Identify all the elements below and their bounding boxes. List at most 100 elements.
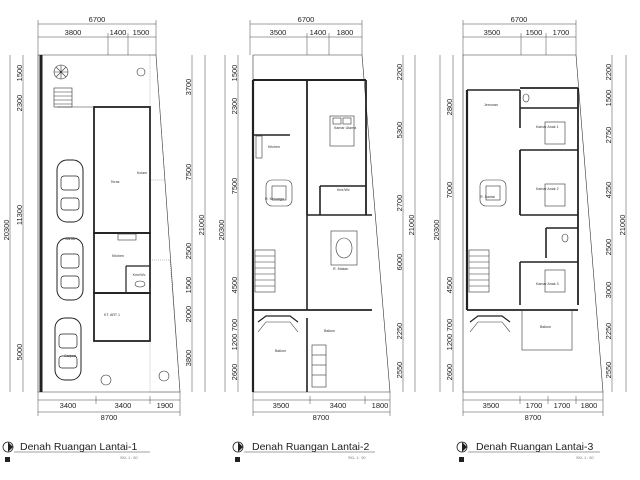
room-label: Kitchen — [268, 145, 280, 149]
plan-lantai-1: 6700 3800 1400 1500 20300 1500 2300 1130… — [2, 15, 206, 462]
furniture-lantai-2 — [255, 115, 358, 266]
bottom-dim-a: 3500 — [483, 401, 500, 410]
top-dim-b: 1400 — [110, 28, 127, 37]
left-total-dim: 20300 — [432, 220, 441, 241]
plan-scale: SKL 1 : 50 — [576, 456, 594, 460]
right-dim-g: 2250 — [604, 323, 613, 340]
left-dim-b: 2300 — [15, 95, 24, 112]
top-dim-c: 1700 — [553, 28, 570, 37]
bottom-dim-c: 1800 — [372, 401, 389, 410]
sofa-icon — [265, 179, 293, 207]
right-dimensions-2: 21000 2200 5300 2700 6000 2250 2550 — [395, 55, 416, 392]
left-dim-d: 5000 — [15, 344, 24, 361]
room-label: R. Keluarga — [265, 197, 284, 201]
right-total-dim: 21000 — [407, 215, 416, 236]
left-dim-c: 11300 — [15, 205, 24, 225]
right-dim-e: 2000 — [184, 306, 193, 323]
bottom-dim-c: 1900 — [157, 401, 174, 410]
left-dim-d: 700 — [445, 319, 454, 332]
left-dim-f: 2600 — [445, 364, 454, 381]
room-label: Kamar Anak 3 — [536, 282, 559, 286]
walls-lantai-1 — [39, 55, 151, 392]
furniture-lantai-3 — [479, 93, 569, 293]
left-dim-c: 4500 — [445, 277, 454, 294]
right-dim-b: 5300 — [395, 122, 404, 139]
right-dim-c: 2750 — [604, 127, 613, 144]
right-dimensions-3: 21000 2200 1500 2750 4250 2500 3000 2250… — [604, 55, 627, 392]
room-label: Kmr/Wc — [133, 273, 146, 277]
bottom-dim-b: 3400 — [115, 401, 132, 410]
room-label: Kamar Anak 2 — [536, 187, 559, 191]
right-total-dim: 21000 — [618, 215, 627, 236]
right-dim-e: 2500 — [604, 239, 613, 256]
stairs-lantai-2 — [254, 249, 327, 388]
left-dim-g: 2600 — [230, 364, 239, 381]
bottom-total-dim: 8700 — [525, 413, 542, 422]
plan-scale: SKL 1 : 50 — [120, 456, 138, 460]
plan-lantai-3: 6700 3500 1500 1700 20300 2800 7000 4500… — [432, 15, 627, 462]
garden-strip-1 — [149, 54, 181, 393]
bottom-dim-b: 1700 — [526, 401, 543, 410]
bottom-dim-a: 3500 — [273, 401, 290, 410]
room-label: Kamar Anak 1 — [536, 125, 559, 129]
stairs-lantai-3 — [468, 249, 490, 293]
right-dim-f: 2550 — [395, 362, 404, 379]
left-dim-a: 1500 — [230, 65, 239, 82]
room-label: Kitchen — [112, 254, 124, 258]
left-dim-b: 2300 — [230, 98, 239, 115]
right-dim-h: 2550 — [604, 362, 613, 379]
right-dim-f: 3800 — [184, 350, 193, 367]
sofa-icon — [479, 179, 507, 207]
plan-scale: SKL 1 : 50 — [348, 456, 366, 460]
bottom-dimensions-1: 3400 3400 1900 8700 — [37, 392, 181, 422]
bottom-dim-a: 3400 — [60, 401, 77, 410]
plan-title-3: Denah Ruangan Lantai-3 SKL 1 : 50 — [456, 441, 600, 462]
top-total-dim: 6700 — [89, 15, 106, 24]
bottom-dim-c: 1700 — [554, 401, 571, 410]
room-labels-1: Teras Kolam Garasi Carport Kitchen Kmr/W… — [64, 171, 147, 358]
top-dim-c: 1500 — [133, 28, 150, 37]
bed-icon — [329, 115, 355, 147]
bottom-total-dim: 8700 — [101, 413, 118, 422]
walls-lantai-3 — [465, 87, 579, 351]
left-total-dim: 20300 — [2, 220, 11, 241]
dining-table-icon — [330, 230, 358, 266]
left-dimensions-1: 20300 1500 2300 11300 5000 — [2, 55, 24, 392]
right-dimensions-1: 21000 3700 7500 2500 1500 2000 3800 — [184, 55, 206, 392]
room-label: R. Makan — [333, 267, 348, 271]
room-label: Jemuran — [484, 103, 498, 107]
room-label: Balkon — [324, 329, 335, 333]
right-dim-d: 4250 — [604, 182, 613, 199]
toilet-icon — [561, 233, 569, 243]
top-dimensions-2: 6700 3500 1400 1800 — [249, 15, 363, 55]
left-dim-f: 1200 — [230, 334, 239, 351]
right-dim-c: 2700 — [395, 195, 404, 212]
left-dim-e: 700 — [230, 319, 239, 332]
room-label: Balkon — [275, 349, 286, 353]
toilet-icon — [134, 280, 146, 288]
left-dimensions-2: 20300 1500 2300 7500 4500 700 1200 2600 — [217, 55, 239, 392]
right-dim-a: 2200 — [604, 64, 613, 81]
plan-title-1: Denah Ruangan Lantai-1 SKL 1 : 50 — [2, 441, 150, 462]
top-dimensions-1: 6700 3800 1400 1500 — [37, 15, 157, 55]
left-dim-a: 2800 — [445, 99, 454, 116]
bottom-dim-b: 3400 — [330, 401, 347, 410]
kitchen-counter-2 — [255, 135, 263, 159]
right-dim-a: 2200 — [395, 64, 404, 81]
site-boundary-2 — [252, 54, 391, 393]
room-label: Teras — [111, 180, 120, 184]
right-dim-f: 3000 — [604, 282, 613, 299]
room-labels-2: Kamar Utama Kmr/Wc Kitchen R. Keluarga R… — [265, 126, 356, 353]
top-dimensions-3: 6700 3500 1500 1700 — [462, 15, 577, 55]
room-label: Carport — [64, 354, 76, 358]
left-dim-e: 1200 — [445, 334, 454, 351]
room-label: Kolam — [137, 171, 147, 175]
room-labels-3: Jemuran Kamar Anak 1 Kamar Anak 2 R. San… — [480, 103, 559, 329]
plan-title-2: Denah Ruangan Lantai-2 SKL 1 : 50 — [232, 441, 375, 462]
walls-lantai-2 — [251, 79, 372, 392]
right-dim-d: 1500 — [184, 277, 193, 294]
room-label: Garasi — [65, 237, 76, 241]
top-dim-a: 3500 — [270, 28, 287, 37]
right-dim-c: 2500 — [184, 243, 193, 260]
